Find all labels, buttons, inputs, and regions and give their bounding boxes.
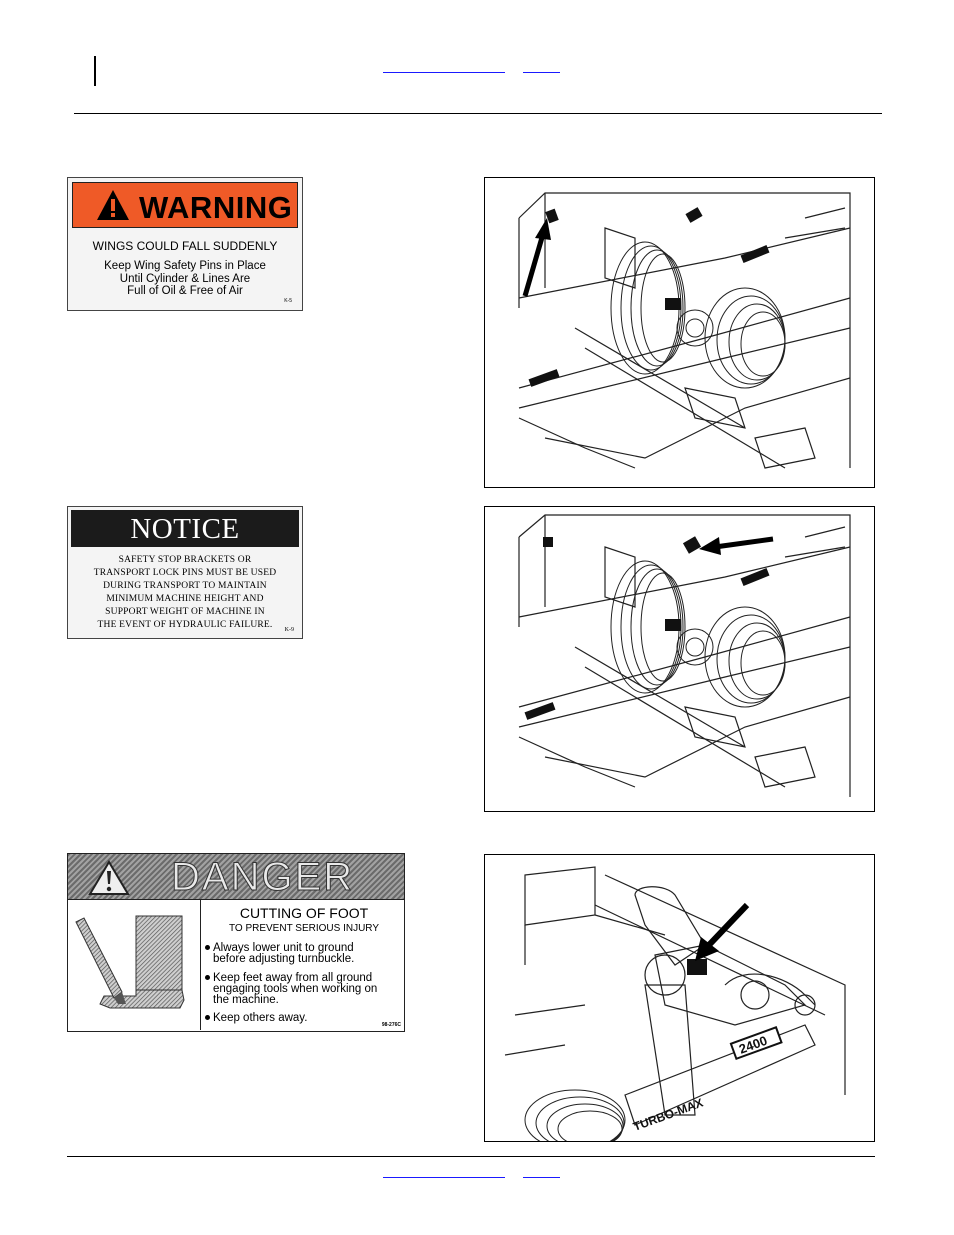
footer-link-section[interactable] [383, 1165, 505, 1178]
danger-divider [200, 900, 201, 1030]
bullet-dot-icon [205, 1015, 210, 1020]
arrow-icon [699, 536, 774, 555]
illustration-danger-decal: 2400 TURBO-MAX [484, 854, 875, 1142]
notice-line-1: SAFETY STOP BRACKETS OR [118, 555, 252, 565]
warning-title: WARNING [139, 190, 293, 225]
warning-line-2: Keep Wing Safety Pins in Place [104, 260, 266, 272]
notice-line-2: TRANSPORT LOCK PINS MUST BE USED [93, 568, 277, 578]
danger-title: DANGER [170, 855, 355, 900]
warning-code: K-5 [284, 298, 292, 304]
notice-line-6: THE EVENT OF HYDRAULIC FAILURE. [97, 620, 273, 630]
warning-triangle-icon [97, 190, 129, 220]
illustration-wing-decal [484, 177, 875, 488]
notice-header: NOTICE [71, 510, 299, 547]
danger-bullet-3: Keep others away. [205, 1012, 307, 1024]
header-rule [74, 113, 882, 114]
header-margin-bar [94, 56, 96, 86]
warning-line-4: Full of Oil & Free of Air [127, 285, 243, 297]
header-link-section[interactable] [383, 60, 505, 73]
header-link-page[interactable] [523, 60, 560, 73]
notice-decal: NOTICE SAFETY STOP BRACKETS OR TRANSPORT… [67, 506, 303, 639]
arrow-icon [522, 218, 551, 297]
notice-code: K-9 [284, 627, 294, 633]
notice-line-3: DURING TRANSPORT TO MAINTAIN [103, 581, 267, 591]
foot-cut-pictogram-icon [75, 915, 185, 1009]
danger-subheading: TO PREVENT SERIOUS INJURY [228, 923, 380, 934]
footer-rule [67, 1156, 875, 1157]
arrow-icon [695, 902, 750, 961]
bullet-dot-icon [205, 945, 210, 950]
warning-line-3: Until Cylinder & Lines Are [119, 273, 251, 285]
danger-decal: DANGER CUTTING OF FOOT TO PREVENT SERIOU… [67, 853, 405, 1032]
hitch-drawing: 2400 TURBO-MAX [504, 866, 846, 1141]
notice-title: NOTICE [130, 513, 240, 545]
danger-heading: CUTTING OF FOOT [239, 905, 369, 921]
danger-triangle-icon [88, 860, 130, 895]
warning-decal: WARNING WINGS COULD FALL SUDDENLY Keep W… [67, 177, 303, 311]
machine-frame-drawing [518, 192, 851, 469]
machine-frame-drawing [518, 514, 851, 797]
illustration-notice-decal [484, 506, 875, 812]
danger-bullet-2: Keep feet away from all ground engaging … [205, 972, 377, 1006]
warning-header: WARNING [72, 182, 298, 228]
warning-line-1: WINGS COULD FALL SUDDENLY [92, 239, 278, 253]
bullet-dot-icon [205, 975, 210, 980]
notice-line-4: MINIMUM MACHINE HEIGHT AND [106, 594, 264, 604]
danger-header: DANGER [68, 854, 404, 900]
notice-line-5: SUPPORT WEIGHT OF MACHINE IN [105, 607, 265, 617]
footer-link-page[interactable] [523, 1165, 560, 1178]
danger-code: 98-276C [381, 1022, 401, 1028]
danger-bullet-1: Always lower unit to ground before adjus… [205, 942, 354, 965]
